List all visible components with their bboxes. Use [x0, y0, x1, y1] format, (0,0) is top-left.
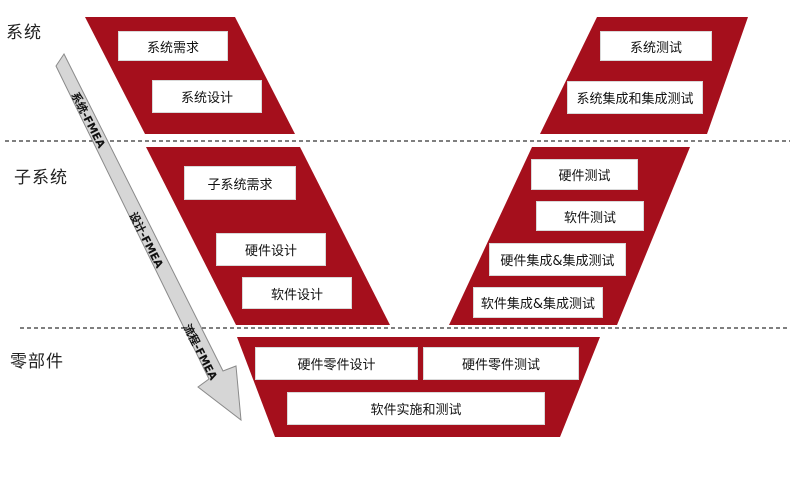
level-label-subsystem: 子系统: [14, 168, 68, 188]
band-subsystem-right: [449, 147, 690, 325]
box-system-test: 系统测试: [600, 31, 712, 61]
box-system-design: 系统设计: [152, 80, 262, 113]
box-system-requirements: 系统需求: [118, 31, 228, 61]
level-label-system: 系统: [6, 23, 42, 43]
box-software-impl-test: 软件实施和测试: [287, 392, 545, 425]
box-hardware-integration-test: 硬件集成&集成测试: [489, 243, 626, 276]
box-hardware-part-design: 硬件零件设计: [255, 347, 418, 380]
fmea-arrow: [55, 53, 242, 422]
box-software-test: 软件测试: [536, 201, 644, 231]
box-software-integration-test: 软件集成&集成测试: [473, 287, 603, 318]
box-hardware-design: 硬件设计: [216, 233, 326, 266]
box-subsystem-requirements: 子系统需求: [184, 166, 296, 200]
box-hardware-part-test: 硬件零件测试: [423, 347, 579, 380]
box-hardware-test: 硬件测试: [531, 159, 638, 190]
box-system-integration-test: 系统集成和集成测试: [567, 81, 703, 114]
box-software-design: 软件设计: [242, 277, 352, 309]
level-label-component: 零部件: [10, 352, 64, 372]
